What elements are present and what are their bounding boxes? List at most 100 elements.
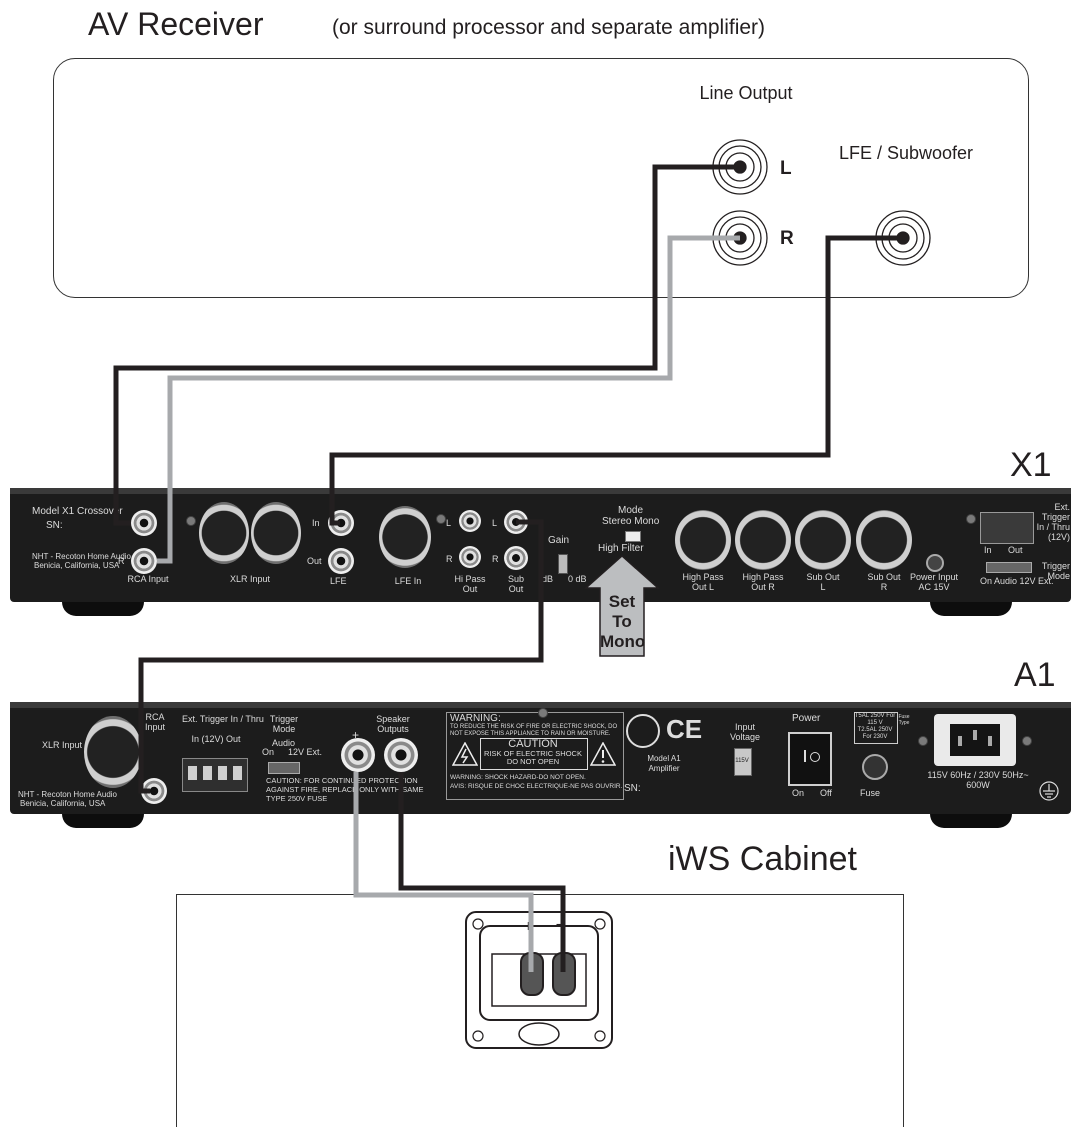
x1-trigger-mode-label: Trigger Mode [1041, 561, 1070, 581]
x1-screw-1 [186, 516, 196, 526]
a1-screw-2 [918, 736, 928, 746]
x1-rca-input-left-jack[interactable] [131, 510, 157, 536]
a1-foot-right [930, 814, 1012, 828]
x1-high-pass-out-r[interactable] [735, 510, 791, 570]
a1-screw-1 [538, 708, 548, 718]
x1-rca-input-right-jack[interactable] [131, 548, 157, 574]
x1-brand-location: Benicia, California, USA [34, 561, 120, 570]
x1-sub-out-r-xlr[interactable] [856, 510, 912, 570]
a1-etl-logo-icon [626, 714, 660, 748]
wire-speaker-negative [398, 772, 566, 972]
a1-power-label: Power [792, 713, 821, 724]
x1-hipass-out-label: Hi Pass Out [454, 574, 486, 594]
a1-trigger-mode-label: Trigger Mode [269, 714, 299, 734]
a1-trigger-ext-label: 12V Ext. [288, 747, 323, 757]
x1-xlr-input-label: XLR Input [229, 574, 271, 584]
x1-mode-label: Mode [618, 505, 644, 516]
a1-fuse-spec-box [854, 712, 898, 744]
a1-terminal-slot-3 [218, 766, 227, 780]
x1-gain-label: Gain [548, 535, 570, 546]
a1-warning-title: WARNING: [450, 713, 501, 724]
a1-rca-input-label: RCA Input [144, 712, 166, 732]
x1-ext-trigger-terminal[interactable] [980, 512, 1034, 544]
x1-foot-right [930, 602, 1012, 616]
lfe-subwoofer-label: LFE / Subwoofer [838, 143, 974, 163]
a1-speaker-output-negative[interactable] [384, 738, 418, 772]
x1-screw-2 [436, 514, 446, 524]
set-to-mono-text-2: To [612, 612, 632, 631]
a1-fuse-spec-2: T2.5AL 250V For 230V [857, 727, 893, 740]
x1-sub-r-label: R [492, 554, 499, 564]
x1-output-label-2: High Pass Out R [742, 572, 784, 592]
a1-fuse-holder[interactable] [862, 754, 888, 780]
x1-trigger-in-label: In [984, 545, 992, 555]
a1-power-off-label: Off [820, 788, 832, 798]
x1-output-label-1: High Pass Out L [682, 572, 724, 592]
cabinet-negative-terminal[interactable] [552, 952, 576, 996]
a1-power-on-label: On [792, 788, 805, 798]
a1-voltage-selector[interactable] [734, 748, 752, 776]
a1-sn-label: SN: [624, 783, 641, 794]
left-channel-label: L [780, 158, 792, 179]
a1-trigger-on-label: On [262, 747, 275, 757]
x1-high-pass-out-l[interactable] [675, 510, 731, 570]
a1-ce-mark: CE [666, 714, 703, 744]
a1-ext-trigger-label: Ext. Trigger In / Thru [182, 714, 264, 724]
x1-gain-switch[interactable] [558, 554, 568, 574]
cabinet-label: iWS Cabinet [668, 840, 857, 878]
a1-iec-pin-2 [973, 730, 977, 740]
x1-device-label: X1 [1010, 446, 1052, 484]
a1-power-switch[interactable] [788, 732, 832, 786]
a1-fuse-spec-1: T5AL 250V For 115 V [854, 713, 896, 726]
x1-lfe-out-jack[interactable] [328, 548, 354, 574]
wire-sub-to-amp [138, 519, 544, 794]
x1-model-label: Model X1 Crossover [32, 506, 123, 517]
x1-lfe-in-xlr[interactable] [379, 506, 431, 568]
x1-power-input-jack[interactable] [926, 554, 944, 572]
x1-foot-left [62, 602, 144, 616]
x1-gain-0db-label: 0 dB [568, 574, 587, 584]
a1-xlr-input[interactable] [84, 716, 142, 788]
a1-voltage-value: 115V [735, 758, 749, 764]
wire-speaker-positive [353, 772, 534, 972]
a1-terminal-slot-4 [233, 766, 242, 780]
a1-fuse-type-label: Fuse Type [898, 714, 910, 726]
a1-speaker-plus-label: + [352, 728, 360, 742]
a1-caution-box [480, 738, 588, 770]
x1-sn-label: SN: [46, 520, 63, 531]
x1-power-input-label: Power Input AC 15V [909, 572, 959, 592]
x1-lfe-in-small-label: In [312, 518, 320, 528]
a1-foot-left [62, 814, 144, 828]
x1-filter-label: High Filter [598, 543, 644, 554]
a1-speaker-output-positive[interactable] [341, 738, 375, 772]
a1-power-switch-mark-off [810, 752, 820, 762]
a1-power-switch-mark-on [804, 750, 806, 762]
a1-trigger-mode-switch[interactable] [268, 762, 300, 774]
a1-ext-trigger-io-label: In (12V) Out [191, 734, 241, 744]
x1-xlr-input-left[interactable] [199, 502, 249, 564]
x1-sub-out-l-xlr[interactable] [795, 510, 851, 570]
a1-caution-text-2: DO NOT OPEN [506, 757, 560, 766]
x1-hipass-out-right-jack[interactable] [459, 546, 481, 568]
a1-brand-label: NHT - Recoton Home Audio [18, 790, 118, 799]
x1-brand-label: NHT - Recoton Home Audio [32, 552, 132, 561]
a1-fuse-label: Fuse [860, 788, 881, 798]
a1-caution-title: CAUTION [508, 738, 558, 750]
x1-rca-input-label: RCA Input [127, 574, 169, 584]
x1-sub-out-label: Sub Out [507, 574, 524, 594]
x1-lfe-label: LFE [330, 576, 347, 586]
a1-warning-text: TO REDUCE THE RISK OF FIRE OR ELECTRIC S… [450, 724, 618, 737]
x1-trigger-mode-switch[interactable] [986, 562, 1032, 573]
x1-hipass-l-label: L [446, 518, 452, 528]
x1-sub-out-right-jack[interactable] [504, 546, 528, 570]
x1-hipass-out-left-jack[interactable] [459, 510, 481, 532]
a1-terminal-slot-2 [203, 766, 212, 780]
x1-mode-switch[interactable] [625, 531, 641, 542]
page-title: AV Receiver [88, 6, 264, 42]
x1-lfe-in-label: LFE In [394, 576, 422, 586]
right-channel-label: R [780, 228, 794, 249]
x1-xlr-input-right[interactable] [251, 502, 301, 564]
a1-caution-text-1: RISK OF ELECTRIC SHOCK [484, 749, 582, 758]
av-receiver-panel [53, 58, 1029, 298]
wire-lfe [329, 235, 903, 526]
